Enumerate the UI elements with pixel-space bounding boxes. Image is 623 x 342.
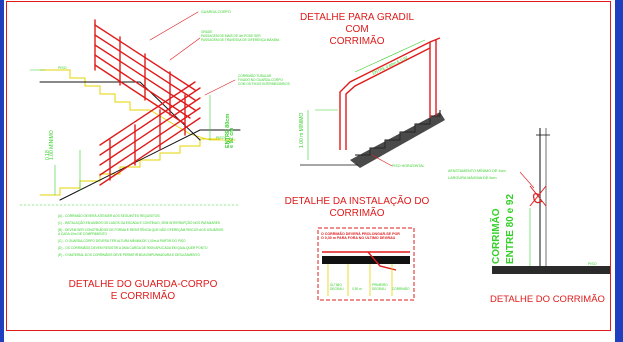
floor-hatch bbox=[492, 266, 610, 274]
label-install-4: PRIMEIRO DEGRAU bbox=[372, 283, 388, 291]
label-corrimao-tubular: CORRIMÃO TUBULAR FIXADO NO GUARDA-CORPO … bbox=[238, 74, 290, 86]
left-border bbox=[0, 0, 4, 342]
note-item: A CADA 10m DE COMPRIMENTO bbox=[58, 232, 108, 236]
instalacao-box bbox=[317, 227, 415, 301]
label-minimo-dim: 1.00 m MÍNIMO bbox=[299, 112, 305, 148]
title-gradil: DETALHE PARA GRADIL COM CORRIMÃO bbox=[299, 12, 415, 47]
stairs-landing bbox=[149, 109, 236, 141]
note-item: (C) - O GUARDA-CORPO DEVERÁ TER ALTURA M… bbox=[58, 239, 186, 243]
instalacao-curve bbox=[367, 251, 397, 271]
gradil-concrete bbox=[350, 112, 445, 168]
label-piso-mid: PISO bbox=[216, 136, 225, 140]
gradil-stairs bbox=[355, 110, 441, 156]
label-corrimao-vertical: CORRIMÃO ENTRE 80 e 92 bbox=[491, 193, 516, 264]
title-instalacao: DETALHE DA INSTALAÇÃO DO CORRIMÃO bbox=[284, 196, 430, 219]
label-install-header: O CORRIMÃO DEVERÁ PROLONGAR-SE POR O 0,3… bbox=[321, 232, 400, 240]
label-install-2: 0,30 m bbox=[352, 287, 362, 291]
leader-lines-left bbox=[149, 11, 236, 96]
note-item: (A) - CORRIMÃO DEVERÁ ATENDER AOS SEGUIN… bbox=[58, 214, 161, 218]
gradil-drawing bbox=[300, 37, 445, 168]
gradil-dimensions bbox=[307, 39, 426, 160]
instalacao-slab bbox=[322, 256, 410, 264]
handrail-leader bbox=[519, 171, 535, 189]
guarda-corpo-drawing bbox=[19, 11, 241, 206]
label-install-3: CORRIMÃO bbox=[392, 287, 410, 291]
instalacao-posts bbox=[327, 264, 393, 296]
label-afastamento: AFASTAMENTO MÍNIMO DE 4cm LARGURA MÁXIMA… bbox=[448, 169, 506, 180]
red-border bbox=[6, 1, 611, 331]
note-item: (E) - O MATERIAL DOS CORRIMÃOS DEVE PERM… bbox=[58, 253, 200, 257]
dimensions-left bbox=[29, 69, 211, 196]
gradil-leader bbox=[371, 154, 393, 167]
label-grade: GRADE PASSAGEM DE MAIS DE 4m PODE SER PA… bbox=[201, 30, 280, 42]
label-entre-dim: ENTRE 80cm e 92 cm bbox=[225, 113, 235, 148]
stairs-upper bbox=[39, 69, 151, 111]
note-item: (D) - OS CORRIMÃOS DEVEM RESISTIR A UMA … bbox=[58, 246, 208, 250]
handrail-cross-2 bbox=[529, 185, 547, 207]
label-install-1: ÚLTIMO DEGRAU bbox=[330, 283, 344, 291]
stairs-lower bbox=[39, 138, 221, 196]
note-item: (B) - DEVEM SER CONSTRUÍDOS DE FORMA E R… bbox=[58, 228, 224, 232]
label-piso-left: PISO bbox=[58, 66, 67, 70]
gradil-rail bbox=[339, 37, 441, 150]
label-guarda-corpo: GUARDA-CORPO bbox=[201, 10, 231, 14]
label-piso-right: PISO bbox=[588, 262, 597, 266]
note-item: (1) - INSTALAÇÃO EM AMBOS OS LADOS DA ES… bbox=[58, 221, 220, 225]
instalacao-drawing bbox=[317, 227, 415, 301]
corrimao-drawing bbox=[492, 128, 610, 274]
railing-upper bbox=[94, 19, 196, 125]
label-degrau-dim: 0.18 1.00 MÍNIMO bbox=[45, 130, 55, 160]
title-corrimao: DETALHE DO CORRIMÃO bbox=[490, 294, 605, 305]
title-guarda-corpo: DETALHE DO GUARDA-CORPO E CORRIMÃO bbox=[68, 279, 218, 302]
right-border bbox=[615, 0, 623, 342]
label-piso-horizontal: PISO HORIZONTAL bbox=[392, 164, 425, 168]
notes-list: (A) - CORRIMÃO DEVERÁ ATENDER AOS SEGUIN… bbox=[58, 214, 278, 257]
railing-lower bbox=[99, 81, 201, 186]
slab-outline bbox=[59, 129, 241, 201]
